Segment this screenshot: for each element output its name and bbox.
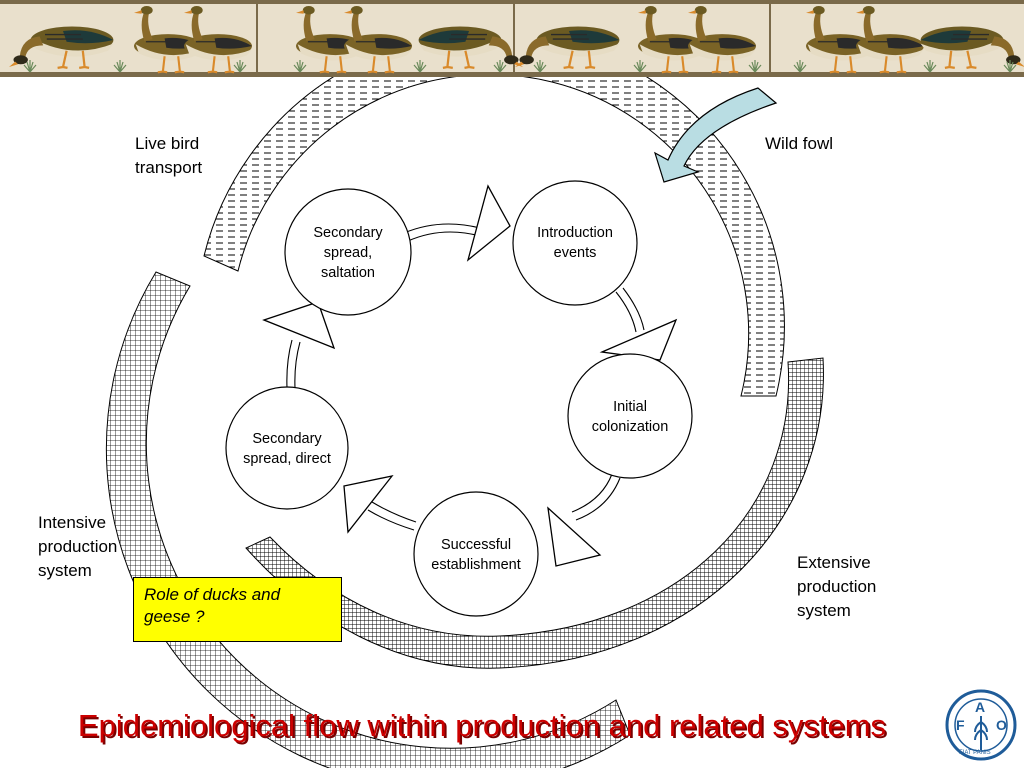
note-box-ducks-geese: Role of ducks and geese ? — [133, 577, 342, 642]
epidemiological-flow-diagram — [105, 77, 824, 768]
node-text-introduction: Introduction events — [537, 225, 613, 261]
fao-logo: F A O FIAT PANIS — [945, 689, 1017, 761]
arrowhead-to-initial — [599, 318, 678, 361]
wild-fowl-arrow — [653, 87, 778, 183]
arrowhead-to-saltation — [262, 301, 336, 350]
label-intensive-production: Intensive production system — [38, 513, 118, 580]
label-live-bird-transport: Live bird transport — [135, 134, 203, 177]
note-text: Role of ducks and geese ? — [144, 585, 281, 626]
intensive-production-band — [105, 271, 631, 768]
cycle-connectors — [286, 223, 645, 531]
node-text-successful: Successful establishment — [431, 537, 521, 573]
svg-text:O: O — [996, 717, 1007, 733]
geese-frieze-banner — [0, 0, 1024, 77]
label-extensive-production: Extensive production system — [797, 553, 877, 620]
svg-text:F: F — [956, 717, 965, 733]
svg-text:A: A — [975, 699, 985, 715]
extensive-production-band — [245, 357, 824, 669]
node-successful-establishment — [413, 491, 539, 617]
svg-text:FIAT PANIS: FIAT PANIS — [959, 750, 991, 756]
arrowhead-to-secondary-direct — [343, 475, 394, 534]
node-secondary-spread-direct — [225, 386, 349, 510]
node-text-secondary-direct: Secondary spread, direct — [243, 431, 331, 467]
slide-title: Epidemiological flow within production a… — [77, 708, 887, 743]
node-introduction-events — [512, 180, 638, 306]
node-text-initial: Initial colonization — [591, 399, 669, 435]
live-bird-transport-band — [203, 77, 785, 397]
arrowhead-to-successful — [547, 506, 602, 567]
cycle-arrowheads — [262, 184, 678, 567]
node-initial-colonization — [567, 353, 693, 479]
arrowhead-to-introduction — [466, 184, 511, 262]
label-wild-fowl: Wild fowl — [765, 134, 834, 153]
node-secondary-spread-saltation — [284, 188, 412, 316]
node-text-secondary-saltation: Secondary spread, saltation — [313, 225, 383, 281]
